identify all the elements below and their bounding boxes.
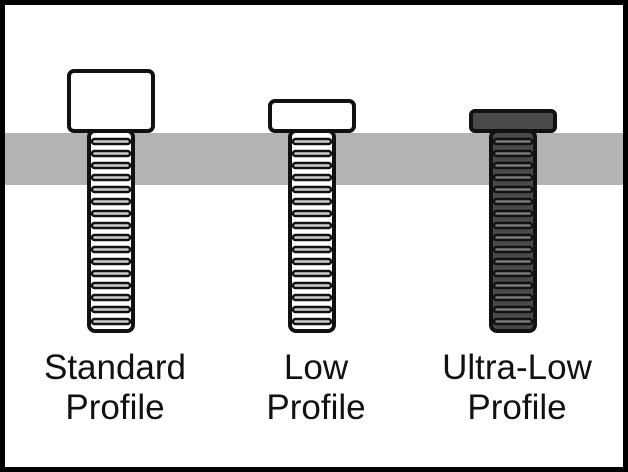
thread-ridge (291, 305, 333, 314)
thread-ridge (291, 221, 333, 230)
low-label-line1: Low (283, 348, 349, 387)
thread-ridge (492, 197, 534, 206)
thread-ridge (492, 305, 534, 314)
ultra-low-screw-head (469, 109, 557, 133)
thread-ridge (492, 281, 534, 290)
thread-ridge (90, 305, 132, 314)
thread-ridge (492, 245, 534, 254)
thread-ridge (492, 137, 534, 146)
thread-ridge (90, 149, 132, 158)
thread-ridge (492, 173, 534, 182)
thread-ridge (492, 293, 534, 302)
thread-ridge (291, 317, 333, 326)
thread-ridge (90, 185, 132, 194)
thread-ridge (291, 233, 333, 242)
thread-ridge (291, 161, 333, 170)
ultra-low-label-line1: Ultra-Low (442, 348, 592, 387)
thread-ridge (291, 209, 333, 218)
thread-ridge (492, 149, 534, 158)
thread-ridge (492, 221, 534, 230)
standard-screw-shank (87, 129, 135, 333)
thread-ridge (90, 137, 132, 146)
thread-ridge (492, 269, 534, 278)
thread-ridge (90, 245, 132, 254)
thread-ridge (90, 269, 132, 278)
thread-ridge (291, 137, 333, 146)
thread-ridge (90, 197, 132, 206)
standard-label-line1: Standard (43, 348, 187, 387)
thread-ridge (492, 161, 534, 170)
thread-ridge (90, 173, 132, 182)
thread-ridge (90, 161, 132, 170)
low-screw-shank (288, 129, 336, 333)
standard-screw (67, 69, 155, 333)
low-screw (268, 99, 356, 333)
thread-ridge (291, 245, 333, 254)
thread-ridge (291, 197, 333, 206)
thread-ridge (90, 209, 132, 218)
standard-profile-label: Standard Profile (5, 348, 225, 428)
thread-ridge (291, 281, 333, 290)
thread-ridge (90, 233, 132, 242)
thread-ridge (291, 173, 333, 182)
standard-label-line2: Profile (65, 388, 165, 427)
thread-ridge (291, 257, 333, 266)
thread-ridge (492, 257, 534, 266)
ultra-low-profile-label: Ultra-Low Profile (407, 348, 623, 428)
thread-ridge (492, 209, 534, 218)
thread-ridge (492, 233, 534, 242)
ultra-low-screw (469, 109, 557, 333)
screw-profile-diagram (5, 69, 623, 333)
thread-ridge (291, 185, 333, 194)
low-screw-head (268, 99, 356, 133)
thread-ridge (90, 317, 132, 326)
ultra-low-label-line2: Profile (467, 388, 567, 427)
thread-ridge (90, 281, 132, 290)
thread-ridge (291, 149, 333, 158)
thread-ridge (492, 185, 534, 194)
thread-ridge (90, 221, 132, 230)
ultra-low-screw-shank (489, 129, 537, 333)
thread-ridge (90, 293, 132, 302)
thread-ridge (291, 269, 333, 278)
low-label-line2: Profile (266, 388, 366, 427)
thread-ridge (492, 317, 534, 326)
thread-ridge (90, 257, 132, 266)
thread-ridge (291, 293, 333, 302)
standard-screw-head (67, 69, 155, 133)
low-profile-label: Low Profile (206, 348, 426, 428)
